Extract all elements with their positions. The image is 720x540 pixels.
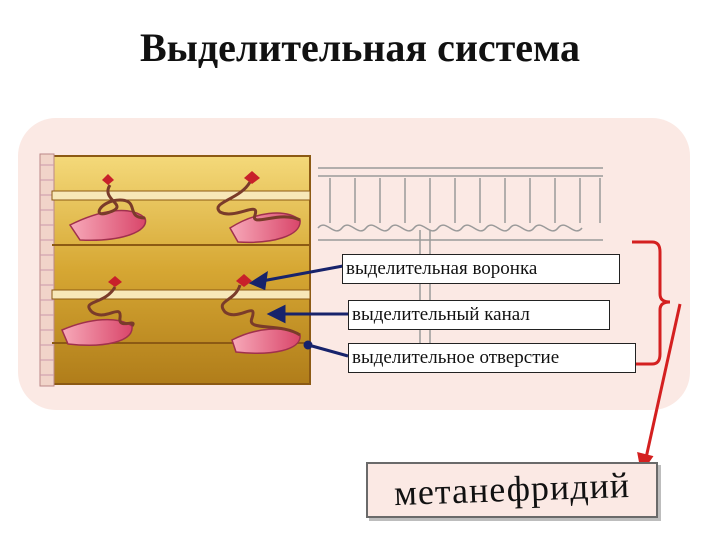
label-pore: выделительное отверстие [348,343,636,373]
arrow-canal-icon [266,304,286,324]
page-title: Выделительная система [140,25,580,70]
nephridium-top-left [68,174,147,241]
pointer-arrows [248,264,349,358]
label-funnel: выделительная воронка [342,254,620,284]
nephridium-bottom-right [220,274,301,354]
term-box: метанефридий [366,462,658,518]
worm-segments-outline [317,167,603,360]
pore-marker-icon [303,340,313,350]
label-canal: выделительный канал [348,300,610,330]
nephridium-bottom-left [61,276,135,346]
arrow-funnel-icon [248,270,268,291]
bracket-arrow [632,240,682,474]
term-label: метанефридий [393,464,631,514]
nephridium-top-right [216,171,301,244]
